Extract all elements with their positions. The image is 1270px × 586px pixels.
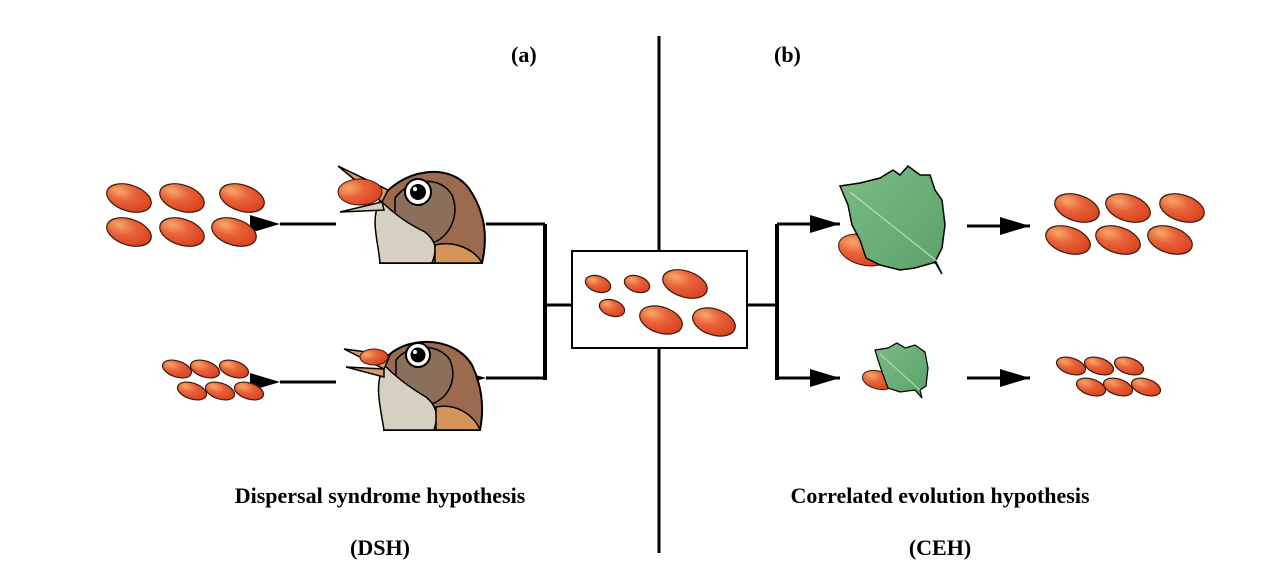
dsh-connector: [250, 215, 572, 391]
seed-small: [161, 359, 193, 379]
seed-large: [1045, 225, 1091, 255]
seed-large: [106, 183, 152, 213]
seed-large: [1159, 193, 1205, 223]
seed-large: [1147, 225, 1193, 255]
seed-mixed: [584, 274, 612, 294]
seed-groups: [106, 183, 1205, 401]
seed-large: [1095, 225, 1141, 255]
seed-small: [233, 381, 265, 401]
seed-small: [1130, 377, 1162, 397]
seed-small: [1055, 356, 1087, 376]
seed-mixed: [662, 269, 708, 299]
dsh-abbrev: (DSH): [350, 535, 410, 560]
seed-large: [219, 183, 265, 213]
seed-mixed: [639, 305, 683, 335]
seed-mixed: [692, 307, 736, 337]
seed-small: [189, 359, 221, 379]
bird-small-icon: [343, 340, 484, 431]
seed-large: [1105, 193, 1151, 223]
panel-b-label: (b): [774, 42, 801, 67]
leaf-small-icon: [861, 342, 929, 399]
ceh-title: Correlated evolution hypothesis: [790, 483, 1090, 508]
panel-a-label: (a): [511, 42, 537, 67]
seed-large: [159, 183, 205, 213]
ceh-connector: [747, 215, 1030, 387]
seed-large: [1054, 193, 1100, 223]
seed-large: [106, 217, 152, 247]
seed-large: [159, 217, 205, 247]
seed-small: [204, 381, 236, 401]
seed-mixed: [623, 274, 651, 294]
seed-large: [211, 217, 257, 247]
seed-small: [1083, 356, 1115, 376]
seed-small: [176, 381, 208, 401]
ceh-abbrev: (CEH): [908, 535, 972, 560]
dsh-title: Dispersal syndrome hypothesis: [234, 483, 526, 508]
seed-small: [1113, 356, 1145, 376]
leaf-large-icon: [838, 164, 946, 275]
seed-small: [1102, 377, 1134, 397]
center-seed-group: [584, 269, 736, 337]
bird-large-icon: [337, 165, 486, 264]
seed-small: [218, 359, 250, 379]
seed-small: [1075, 377, 1107, 397]
seed-mixed: [598, 298, 626, 318]
